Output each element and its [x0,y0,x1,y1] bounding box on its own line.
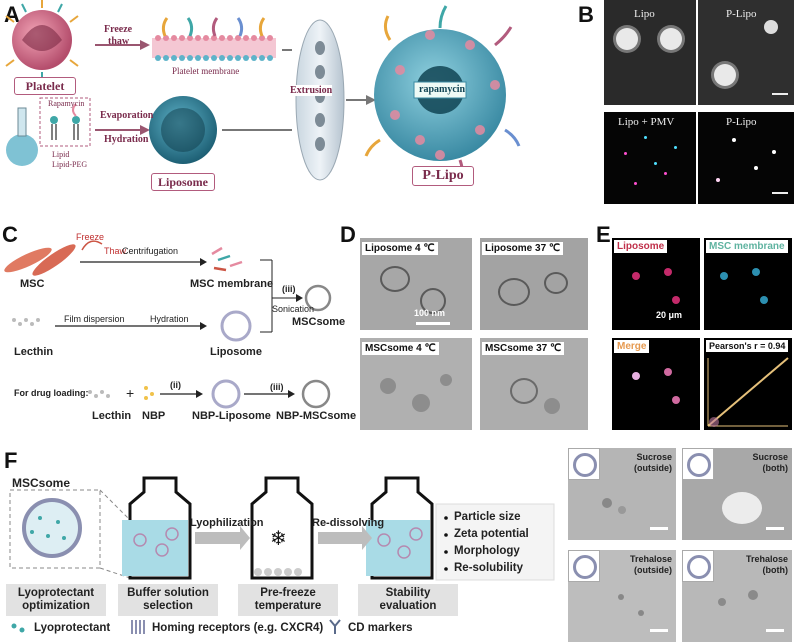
c-film-dispersion: Film dispersion [64,314,125,324]
g-trehalose-outside-1: Trehalose [629,554,672,564]
c-nbp-mscsome: NBP-MSCsome [276,410,357,422]
e-pearson-label: Pearson's r = 0.94 [706,340,789,352]
g-sucrose-both-1: Sucrose [752,452,788,462]
svg-text:+: + [126,385,134,401]
f-lyophilization: Lyophilization [190,517,264,529]
g-sucrose-outside-1: Sucrose [636,452,672,462]
e-merge-label: Merge [614,340,650,353]
d-img-msc4: MSCsome 4 ℃ [360,338,472,430]
g-sucrose-outside-2: (outside) [634,463,672,473]
d-lip37-label: Liposome 37 ℃ [482,242,564,255]
g-img-sucrose-outside: Sucrose (outside) [568,448,676,540]
tem-lipo: Lipo [604,0,696,105]
tem-p-lipo: P-Lipo [698,0,794,105]
e-img-msc-membrane: MSC membrane [704,238,792,330]
c-hydration: Hydration [150,314,189,324]
e-img-merge: Merge [612,338,700,430]
f-bullet-4: Re-solubility [454,562,524,574]
panel-e-letter: E [596,222,611,247]
p-lipo-tag: P-Lipo [412,166,474,186]
c-step-iii-b: (iii) [270,382,284,392]
e-liposome-label: Liposome [614,240,668,253]
d-img-msc37: MSCsome 37 ℃ [480,338,588,430]
evaporation-label: Evaporation [100,110,154,121]
c-nbp-liposome: NBP-Liposome [192,410,271,422]
c-liposome: Liposome [210,346,262,358]
d-msc37-label: MSCsome 37 ℃ [482,342,565,355]
f-re-dissolving: Re-dissolving [312,517,385,529]
e-scale-label: 20 μm [656,310,683,320]
tem-p-lipo-label: P-Lipo [726,8,757,20]
d-img-lip37: Liposome 37 ℃ [480,238,588,330]
panel-a-letter: A [4,2,20,27]
panel-a-graphic [5,0,521,181]
g-img-sucrose-both: Sucrose (both) [682,448,792,540]
liposome-tag: Liposome [151,173,215,191]
c-centrifugation: Centrifugation [122,246,179,256]
g-sucrose-both-2: (both) [762,463,788,473]
tem-lipo-label: Lipo [634,8,655,20]
panel-c-letter: C [2,222,18,247]
e-msc-membrane-label: MSC membrane [706,240,788,253]
lipo-pmv-label: Lipo + PMV [618,116,675,128]
g-trehalose-both-2: (both) [762,565,788,575]
c-msc: MSC [20,278,45,290]
f-box-buffer: Buffer solution selection [118,584,218,616]
extrusion-label: Extrusion [290,85,333,96]
d-msc4-label: MSCsome 4 ℃ [362,342,439,355]
hydration-label: Hydration [104,134,149,145]
d-img-lip4: Liposome 4 ℃ 100 nm [360,238,472,330]
g-img-trehalose-outside: Trehalose (outside) [568,550,676,642]
c-lecthin-2: Lecthin [92,410,132,422]
panel-f-letter: F [4,448,18,473]
f-legend-cd: CD markers [348,622,413,634]
f-box-stability: Stability evaluation [358,584,458,616]
rapamycin-label: Rapamycin [48,99,85,108]
svg-text:❄: ❄ [270,526,287,550]
c-freeze: Freeze [76,232,105,242]
c-step-iii-a: (iii) [282,284,296,294]
lipid-peg-label: Lipid-PEG [52,160,88,169]
platelet-tag: Platelet [14,77,76,95]
f-legend-lyoprotectant: Lyoprotectant [34,622,111,634]
fluor-lipo-pmv: Lipo + PMV [604,112,696,204]
c-mscsome: MSCsome [292,316,346,328]
f-box-lyoprotectant: Lyoprotectant optimization [6,584,106,616]
d-scale-label: 100 nm [414,308,446,318]
c-sonication: Sonication [272,304,315,314]
g-trehalose-outside-2: (outside) [634,565,672,575]
c-msc-membrane: MSC membrane [190,278,274,290]
f-bullet-1: Particle size [454,511,521,523]
thaw-label: thaw [108,36,130,47]
c-step-ii: (ii) [170,380,181,390]
c-thaw: Thaw [104,246,127,256]
f-legend-homing: Homing receptors (e.g. CXCR4) [152,622,324,634]
f-bullet-3: Morphology [454,545,520,557]
lipid-label: Lipid [52,150,70,159]
g-img-trehalose-both: Trehalose (both) [682,550,792,642]
panel-c-graphic: + [4,240,332,409]
panel-d-letter: D [340,222,356,247]
freeze-label: Freeze [104,24,133,35]
d-lip4-label: Liposome 4 ℃ [362,242,438,255]
c-drug-loading: For drug loading: [14,388,89,398]
e-img-liposome: Liposome 20 μm [612,238,700,330]
panel-f-graphic: ❄ [9,476,555,634]
c-nbp: NBP [142,410,166,422]
c-lecthin: Lecthin [14,346,54,358]
e-img-scatter: Pearson's r = 0.94 [704,338,792,430]
rapamycin-core-label: rapamycin [419,84,466,95]
f-mscsome-label: MSCsome [12,476,71,490]
g-trehalose-both-1: Trehalose [745,554,788,564]
p-lipo-fluor-label: P-Lipo [726,116,757,128]
f-box-prefreeze: Pre-freeze temperature [238,584,338,616]
platelet-membrane-label: Platelet membrane [172,66,240,76]
f-bullet-2: Zeta potential [454,528,529,540]
panel-b-letter: B [578,2,594,27]
fluor-p-lipo: P-Lipo [698,112,794,204]
